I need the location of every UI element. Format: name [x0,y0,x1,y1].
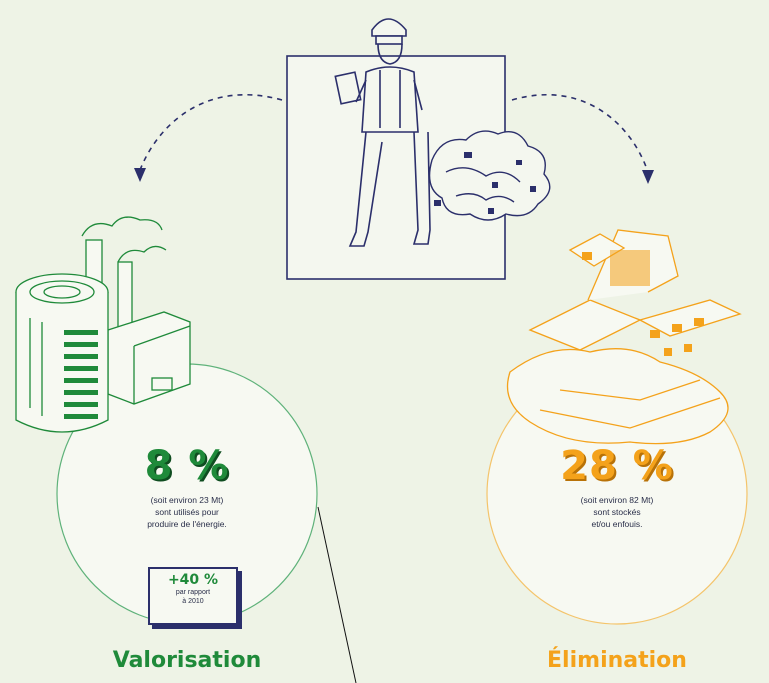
elimination-desc-line: (soit environ 82 Mt) [580,495,654,505]
elimination-stat: 28 % (soit environ 82 Mt) sont stockés e… [537,446,697,530]
badge-value: +40 % [167,572,219,588]
valorisation-label: Valorisation [112,648,262,673]
valorisation-stat: 8 % (soit environ 23 Mt) sont utilisés p… [107,446,267,530]
arrowhead-right [642,170,654,184]
waste-pile-icon [428,130,551,221]
valorisation-description: (soit environ 23 Mt) sont utilisés pour … [107,494,267,530]
worker-icon [334,18,431,247]
pointer-line [317,506,357,683]
elimination-percent: 28 % [560,443,674,489]
badge-line: par rapport [175,589,211,596]
elimination-desc-line: et/ou enfouis. [591,519,643,529]
waste-debris-marks [434,152,536,214]
valorisation-desc-line: produire de l'énergie. [147,519,227,529]
landfill-debris-marks [582,250,704,356]
arrowhead-left [134,168,146,182]
valorisation-change-badge: +40 % par rapport à 2010 [148,567,238,625]
elimination-label: Élimination [547,648,687,673]
factory-icon [15,216,191,433]
arrow-to-valorisation [139,94,283,171]
badge-line: à 2010 [182,598,204,605]
elimination-desc-line: sont stockés [593,507,641,517]
valorisation-desc-line: (soit environ 23 Mt) [150,495,224,505]
elimination-description: (soit environ 82 Mt) sont stockés et/ou … [537,494,697,530]
arrow-to-elimination [511,94,649,173]
valorisation-percent: 8 % [144,443,230,489]
factory-bars [64,330,98,419]
valorisation-desc-line: sont utilisés pour [155,507,219,517]
